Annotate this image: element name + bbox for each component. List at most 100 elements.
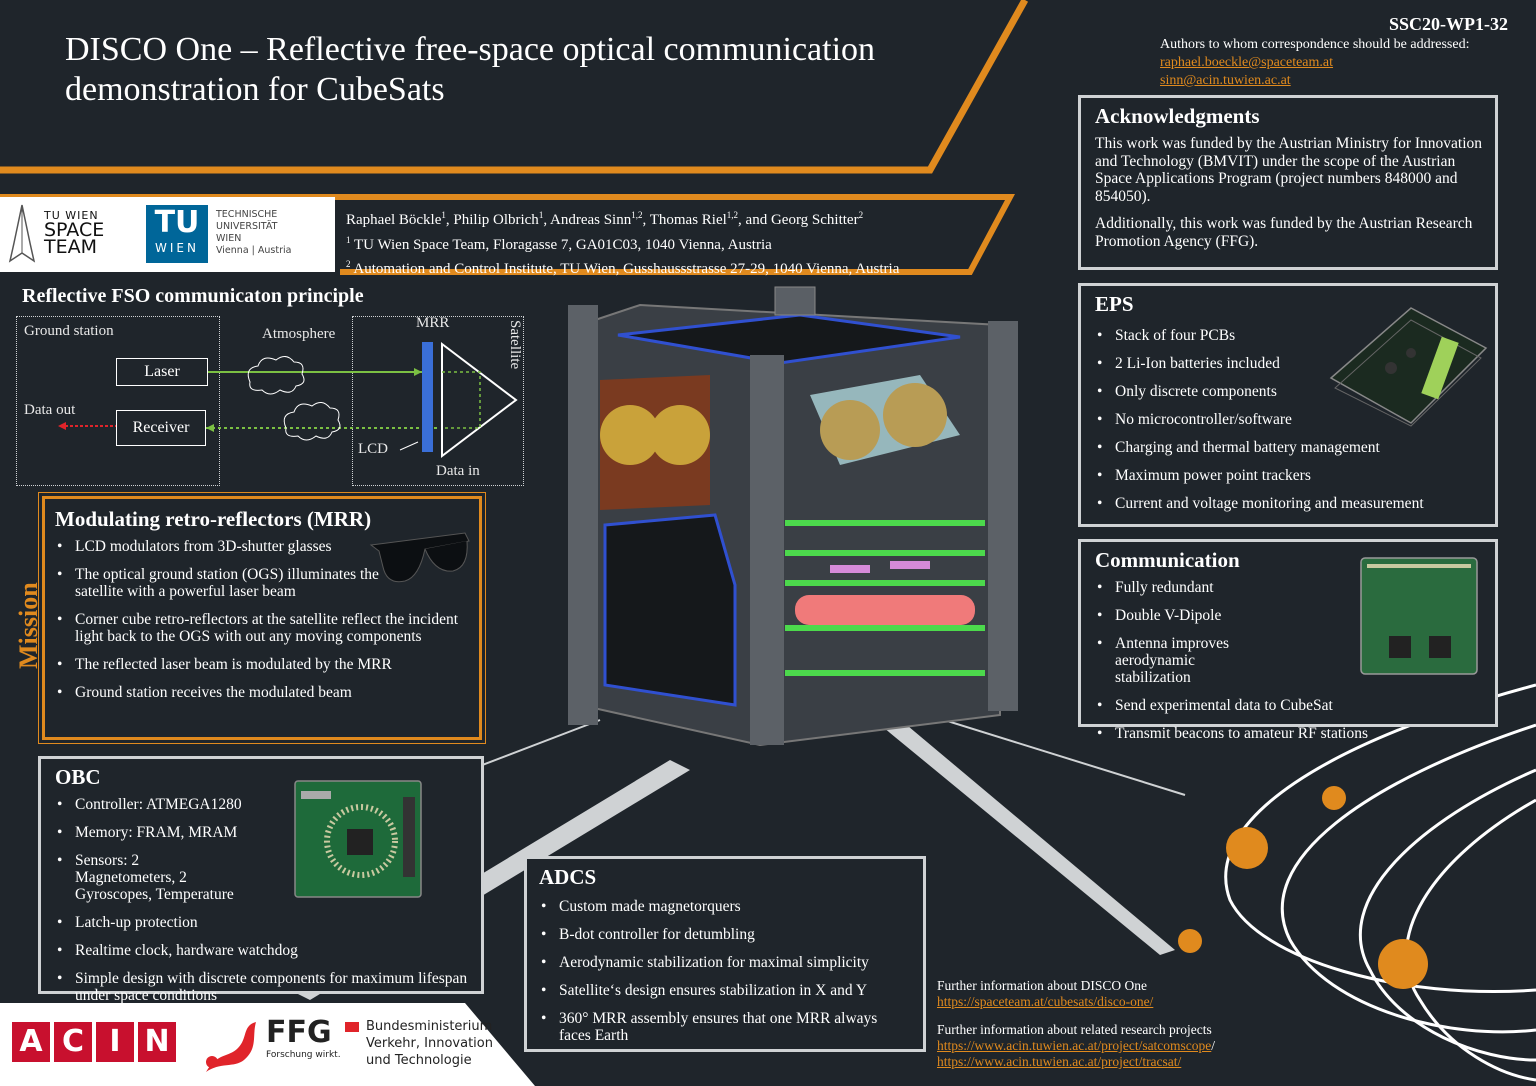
obc-item: Memory: FRAM, MRAM [55, 824, 469, 841]
cubesat-illustration [568, 286, 1018, 747]
fso-diagram-graphics [58, 341, 518, 459]
aff2-text: Automation and Control Institute, TU Wie… [350, 261, 900, 277]
poster-title: DISCO One – Reflective free-space optica… [65, 30, 965, 110]
bmvit-line1: Bundesministerium [366, 1019, 493, 1034]
author-1-sup: 1 [441, 210, 446, 220]
mrr-item: The optical ground station (OGS) illumin… [55, 566, 469, 600]
eps-item: 2 Li-Ion batteries included [1095, 355, 1483, 372]
bmvit-flag [345, 1022, 359, 1032]
communication-panel: Communication Fully redundant Double V-D… [1078, 539, 1498, 742]
aff1-text: TU Wien Space Team, Floragasse 7, GA01C0… [350, 236, 772, 253]
obc-title: OBC [55, 765, 101, 789]
info-link-satcomscope[interactable]: https://www.acin.tuwien.ac.at/project/sa… [937, 1038, 1212, 1053]
mrr-item: Ground station receives the modulated be… [55, 684, 469, 701]
eps-board-image [1329, 307, 1488, 427]
eps-item: Maximum power point trackers [1095, 467, 1483, 484]
satellite-label: Satellite [507, 320, 523, 370]
acknowledgments-panel: Acknowledgments This work was funded by … [1078, 95, 1498, 270]
affiliation-2: 2 Automation and Control Institute, TU W… [346, 255, 899, 280]
satellite-box [352, 316, 524, 486]
adcs-item: B-dot controller for detumbling [539, 926, 911, 943]
orbit-planet-4 [1378, 939, 1428, 989]
author-4: , Thomas Riel [642, 212, 727, 228]
ffg-logo: FFG Forschung wirkt. [266, 1015, 341, 1061]
author-1: Raphael Böckle [346, 212, 442, 228]
adcs-list: Custom made magnetorquers B-dot controll… [539, 898, 911, 1044]
adcs-item: Aerodynamic stabilization for maximal si… [539, 954, 911, 971]
reflector-path [442, 371, 481, 429]
ack-title: Acknowledgments [1095, 104, 1260, 128]
bmvit-logo: Bundesministerium Verkehr, Innovation un… [366, 1018, 493, 1069]
comm-item: Antenna improves aerodynamic stabilizati… [1095, 635, 1483, 686]
mission-label: Mission [6, 575, 46, 675]
title-line-1: DISCO One – Reflective free-space optica… [65, 31, 876, 68]
email-link-2[interactable]: sinn@acin.tuwien.ac.at [1160, 73, 1291, 88]
comm-board-image [1360, 557, 1478, 675]
aff1-sup: 1 [346, 234, 351, 245]
ffg-subtext: Forschung wirkt. [266, 1050, 341, 1060]
acin-logo: A C I N [12, 1022, 176, 1062]
data-in-label: Data in [436, 463, 480, 479]
author-5: , and Georg Schitter [738, 212, 859, 228]
acin-letter: C [54, 1022, 92, 1062]
spaceteam-line1: TU WIEN [44, 209, 99, 222]
email-link-1[interactable]: raphael.boeckle@spaceteam.at [1160, 55, 1334, 70]
spaceteam-logo: TU WIEN SPACE TEAM [44, 209, 105, 257]
mrr-item: Corner cube retro-reflectors at the sate… [55, 611, 469, 645]
cloud-2 [283, 402, 341, 441]
info-link-disco[interactable]: https://spaceteam.at/cubesats/disco-one/ [937, 994, 1154, 1009]
info-label-1: Further information about DISCO One [937, 978, 1147, 993]
info-link-suffix: / [1211, 1038, 1216, 1053]
orange-accent-authors [0, 194, 1015, 275]
mrr-panel: Modulating retro-reflectors (MRR) LCD mo… [38, 492, 486, 744]
eps-item: No microcontroller/software [1095, 411, 1483, 428]
atmosphere-label: Atmosphere [262, 326, 336, 342]
author-block: Raphael Böckle1, Philip Olbrich1, Andrea… [346, 206, 899, 280]
adcs-item: Satellite‘s design ensures stabilization… [539, 982, 911, 999]
ffg-text: FFG [266, 1015, 332, 1050]
adcs-item: Custom made magnetorquers [539, 898, 911, 915]
acin-letter: N [138, 1022, 176, 1062]
tu-mark-text: TU [154, 205, 200, 240]
adcs-item: 360° MRR assembly ensures that one MRR a… [539, 1010, 911, 1044]
orange-accent-top [0, 0, 1029, 174]
eps-list: Stack of four PCBs 2 Li-Ion batteries in… [1095, 327, 1483, 512]
lcd-label: LCD [358, 441, 388, 457]
data-out-label: Data out [24, 402, 76, 418]
tu-wien-text: WIEN [155, 241, 199, 255]
cloud-1 [247, 356, 305, 395]
title-line-2: demonstration for CubeSats [65, 71, 445, 108]
tu-line4: Vienna | Austria [216, 245, 292, 256]
info-label-2: Further information about related resear… [937, 1022, 1212, 1037]
retro-reflector [441, 341, 518, 459]
mrr-label: MRR [416, 315, 450, 331]
obc-item: Simple design with discrete components f… [55, 970, 469, 1004]
obc-item: Controller: ATMEGA1280 [55, 796, 469, 813]
spaceteam-line2: SPACE [44, 219, 105, 241]
fso-title: Reflective FSO communicaton principle [22, 285, 364, 307]
ground-station-label: Ground station [24, 323, 114, 339]
mrr-list: LCD modulators from 3D-shutter glasses T… [55, 538, 469, 701]
info-link-tracsat[interactable]: https://www.acin.tuwien.ac.at/project/tr… [937, 1054, 1182, 1069]
eps-title: EPS [1095, 292, 1134, 316]
spaceteam-rocket-icon [8, 204, 36, 263]
ground-station-box [16, 316, 220, 486]
eps-item: Current and voltage monitoring and measu… [1095, 495, 1483, 512]
paper-id: SSC20-WP1-32 [1388, 14, 1508, 34]
eps-item: Stack of four PCBs [1095, 327, 1483, 344]
lcd-pointer [399, 441, 419, 451]
mission-label-text: Mission [14, 582, 43, 669]
info-link-row: https://www.acin.tuwien.ac.at/project/sa… [937, 1038, 1215, 1054]
author-line: Raphael Böckle1, Philip Olbrich1, Andrea… [346, 206, 899, 231]
author-2: , Philip Olbrich [445, 212, 539, 228]
obc-item: Latch-up protection [55, 914, 469, 931]
comm-item: Send experimental data to CubeSat [1095, 697, 1483, 714]
comm-item: Transmit beacons to amateur RF stations [1095, 725, 1483, 742]
author-4-sup: 1,2 [726, 210, 739, 220]
mrr-panel-title: Modulating retro-reflectors (MRR) [55, 507, 372, 531]
correspondence: Authors to whom correspondence should be… [1160, 36, 1469, 90]
laser-box: Laser [116, 358, 208, 386]
author-5-sup: 2 [858, 210, 864, 220]
shutter-glasses-icon [369, 532, 470, 583]
tu-line2: UNIVERSITÄT [216, 221, 278, 232]
